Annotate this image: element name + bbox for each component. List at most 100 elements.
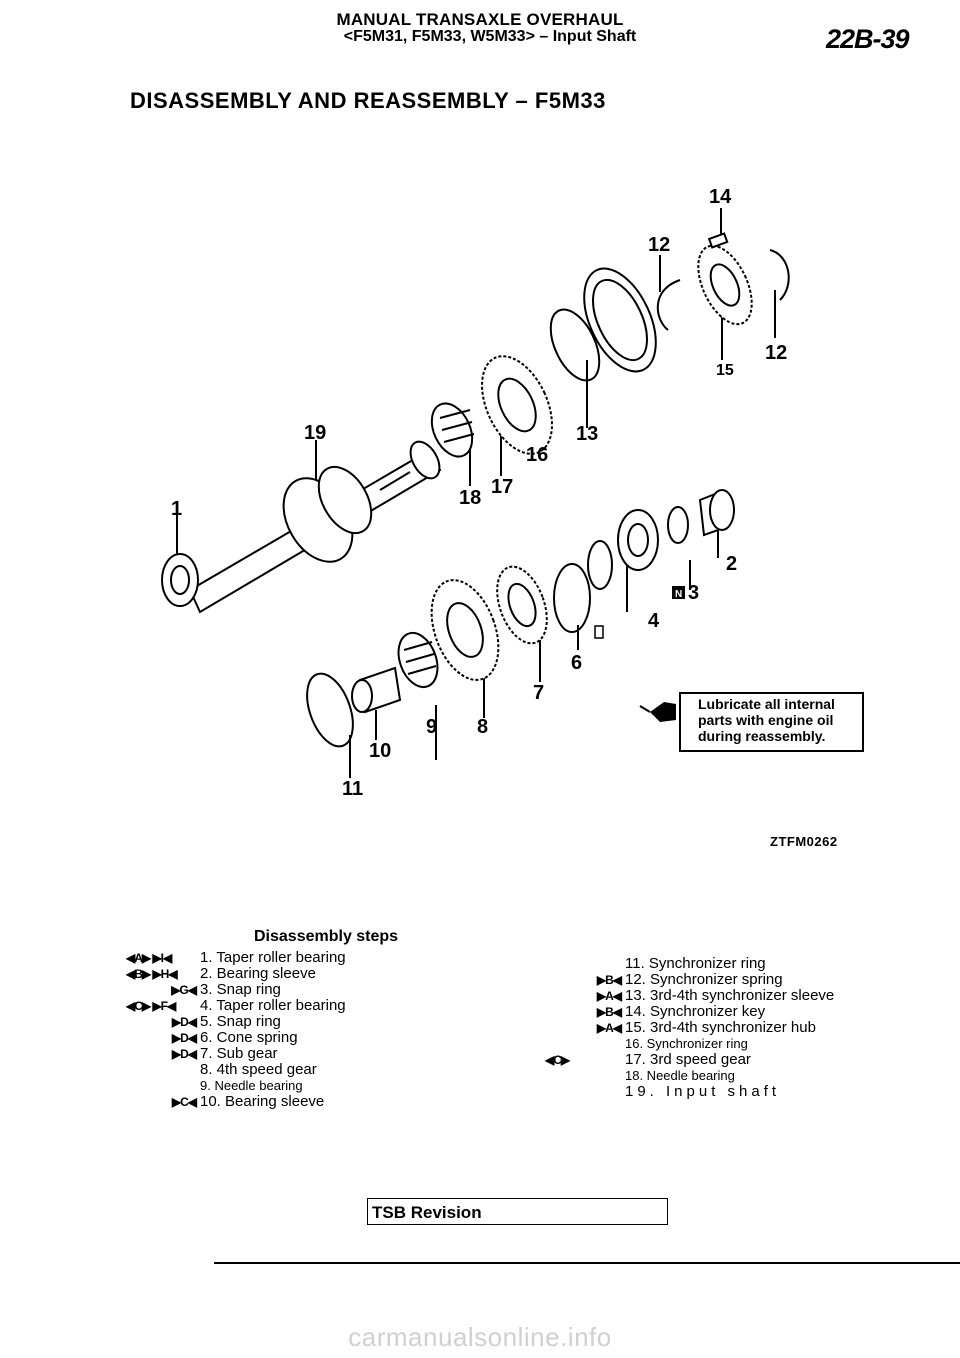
callout-15: 15 (716, 362, 734, 379)
service-mark: ▶B◀ (596, 1005, 622, 1019)
step-item: 18. Needle bearing (545, 1068, 925, 1084)
step-text: 15. 3rd-4th synchronizer hub (625, 1019, 816, 1036)
needle-bearing-9 (397, 631, 439, 689)
cone-spring (553, 563, 591, 633)
step-item: ▶B◀12. Synchronizer spring (545, 972, 925, 988)
steps-right-list: 11. Synchronizer ring ▶B◀12. Synchronize… (545, 956, 925, 1100)
sub-gear (496, 565, 548, 645)
step-text: 2. Bearing sleeve (200, 965, 316, 982)
synchronizer-spring-a (656, 279, 681, 331)
step-text: 4. Taper roller bearing (200, 997, 346, 1014)
step-item: ◀C▶17. 3rd speed gear (545, 1052, 925, 1068)
service-mark: ▶G◀ (171, 983, 197, 997)
small-square-icon (594, 625, 604, 639)
exploded-view-diagram: N (161, 208, 790, 778)
service-mark: ▶A◀ (596, 1021, 622, 1035)
service-mark: ◀B▶ ▶H◀ (126, 967, 178, 981)
fourth-speed-gear (430, 579, 500, 681)
taper-roller-bearing-4 (617, 509, 659, 571)
step-text: 17. 3rd speed gear (625, 1051, 751, 1068)
step-item: 8. 4th speed gear (126, 1062, 426, 1078)
step-item: 16. Synchronizer ring (545, 1036, 925, 1052)
watermark: carmanualsonline.info (348, 1322, 612, 1352)
synchronizer-ring-11 (306, 672, 354, 748)
callout-2: 2 (726, 553, 738, 575)
service-mark: ▶C◀ (171, 1095, 197, 1109)
callout-3: 3 (688, 582, 700, 604)
note-line-2: parts with engine oil (698, 712, 834, 728)
step-text: 12. Synchronizer spring (625, 971, 783, 988)
service-mark: ▶B◀ (596, 973, 622, 987)
service-mark: ▶D◀ (171, 1031, 197, 1045)
tsb-revision-label: TSB Revision (372, 1203, 482, 1222)
step-item: ◀A▶ ▶I◀ 1. Taper roller bearing (126, 950, 426, 966)
step-text: 3. Snap ring (200, 981, 281, 998)
step-text: 6. Cone spring (200, 1029, 298, 1046)
footer-rule (214, 1262, 960, 1264)
step-item: 11. Synchronizer ring (545, 956, 925, 972)
taper-roller-bearing-1 (161, 553, 199, 607)
header-subtitle: <F5M31, F5M33, W5M33> – Input Shaft (343, 28, 637, 45)
step-item: 19. Input shaft (545, 1084, 925, 1100)
note-line-3: during reassembly. (698, 728, 826, 744)
page-number: 22B-39 (826, 24, 910, 54)
svg-text:N: N (675, 589, 682, 600)
service-mark: ▶D◀ (171, 1015, 197, 1029)
steps-title: Disassembly steps (254, 928, 399, 945)
step-text: 5. Snap ring (200, 1013, 281, 1030)
step-text: 8. 4th speed gear (200, 1061, 317, 1078)
callout-13: 13 (576, 423, 599, 445)
step-text: 18. Needle bearing (625, 1068, 735, 1083)
needle-bearing-18 (430, 402, 475, 458)
callout-14: 14 (709, 186, 732, 208)
callout-1: 1 (171, 498, 183, 520)
tsb-revision-box (367, 1198, 668, 1225)
step-text: 11. Synchronizer ring (625, 955, 766, 972)
callout-19: 19 (304, 422, 327, 444)
callout-12b: 12 (765, 342, 788, 364)
synchronizer-key (707, 232, 729, 249)
synchronizer-sleeve (583, 267, 657, 373)
note-line-1: Lubricate all internal (698, 696, 835, 712)
lubrication-note: Lubricate all internal parts with engine… (698, 696, 835, 744)
step-text: 9. Needle bearing (200, 1078, 303, 1093)
step-item: ▶D◀6. Cone spring (126, 1030, 426, 1046)
step-text: 1. Taper roller bearing (200, 949, 346, 966)
third-speed-gear (481, 355, 553, 455)
new-part-marker-icon (672, 586, 685, 599)
callout-10: 10 (369, 740, 392, 762)
step-text: 14. Synchronizer key (625, 1003, 766, 1020)
callout-16: 16 (526, 444, 549, 466)
callout-18: 18 (459, 487, 482, 509)
callout-17: 17 (491, 476, 514, 498)
service-mark: ▶A◀ (596, 989, 622, 1003)
step-item: ▶D◀7. Sub gear (126, 1046, 426, 1062)
step-item: ▶D◀5. Snap ring (126, 1014, 426, 1030)
callout-6: 6 (571, 652, 583, 674)
synchronizer-hub (697, 244, 753, 326)
input-shaft (188, 440, 442, 614)
step-text: 16. Synchronizer ring (625, 1036, 748, 1051)
header-title: MANUAL TRANSAXLE OVERHAUL (336, 10, 624, 29)
callout-9: 9 (426, 716, 438, 738)
section-title: DISASSEMBLY AND REASSEMBLY – F5M33 (130, 88, 606, 113)
step-item: ▶G◀3. Snap ring (126, 982, 426, 998)
callout-7: 7 (533, 682, 545, 704)
steps-left-list: ◀A▶ ▶I◀ 1. Taper roller bearing ◀B▶ ▶H◀ 2.… (126, 950, 426, 1110)
callout-8: 8 (477, 716, 489, 738)
step-item: ◀C▶ ▶F◀ 4. Taper roller bearing (126, 998, 426, 1014)
step-text: 13. 3rd-4th synchronizer sleeve (625, 987, 835, 1004)
step-item: ▶B◀14. Synchronizer key (545, 1004, 925, 1020)
service-mark: ▶D◀ (171, 1047, 197, 1061)
step-item: ◀B▶ ▶H◀ 2. Bearing sleeve (126, 966, 426, 982)
callout-11: 11 (342, 778, 364, 800)
service-mark: ◀C▶ ▶F◀ (126, 999, 176, 1013)
step-item: ▶A◀15. 3rd-4th synchronizer hub (545, 1020, 925, 1036)
service-mark: ◀A▶ ▶I◀ (126, 951, 172, 965)
step-text: 7. Sub gear (200, 1045, 278, 1062)
synchronizer-spring-b (769, 249, 790, 301)
step-text: 19. Input shaft (625, 1083, 781, 1100)
step-item: ▶A◀13. 3rd-4th synchronizer sleeve (545, 988, 925, 1004)
step-text: 10. Bearing sleeve (200, 1093, 325, 1110)
step-item: ▶C◀10. Bearing sleeve (126, 1094, 426, 1110)
